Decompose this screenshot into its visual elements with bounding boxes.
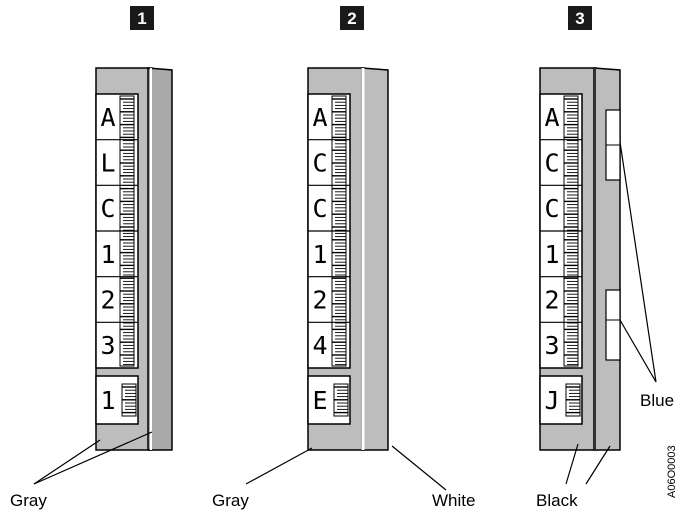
volser-char: A — [544, 103, 559, 132]
volser-char: 1 — [544, 240, 559, 269]
panel-number: 2 — [347, 9, 356, 28]
callout-white: White — [432, 491, 475, 510]
panel-1: 1 ALC 1 2 3 1 Gray — [10, 6, 173, 510]
blue-tab-lower — [605, 289, 621, 361]
callout-line — [585, 445, 611, 485]
panel-number: 1 — [137, 9, 146, 28]
volser-char: 3 — [544, 331, 559, 360]
volser-char: C — [544, 194, 559, 223]
media-barcode — [121, 383, 137, 417]
media-barcode — [333, 383, 349, 417]
callout-line — [33, 431, 153, 485]
callout-line — [565, 443, 579, 485]
barcode — [331, 95, 347, 367]
callout-line — [245, 447, 313, 485]
volser-char: C — [100, 194, 115, 223]
volser-char: 2 — [544, 286, 559, 315]
cartridge-side — [361, 67, 389, 451]
callout-line — [619, 319, 657, 383]
callout-gray: Gray — [212, 491, 249, 510]
callout-black: Black — [536, 491, 578, 510]
barcode — [563, 95, 579, 367]
callout-gray: Gray — [10, 491, 47, 510]
callout-line — [33, 439, 101, 485]
volser-char: 4 — [312, 331, 327, 360]
volser-char: A — [100, 103, 115, 132]
volser-char: 1 — [100, 240, 115, 269]
volser-char: 3 — [100, 331, 115, 360]
callout-line — [619, 141, 657, 383]
barcode-frame — [119, 95, 135, 367]
barcode-frame — [563, 95, 579, 367]
cartridge-side — [147, 67, 173, 451]
figure-id: A06O0003 — [666, 445, 678, 498]
volser-char: A — [312, 103, 327, 132]
volser-char: C — [312, 149, 327, 178]
barcode — [119, 95, 135, 367]
volser-char: L — [100, 149, 115, 178]
media-type-char: E — [312, 386, 327, 415]
media-barcode — [565, 383, 581, 417]
panel-number-box — [340, 6, 364, 30]
volser-char: 2 — [100, 286, 115, 315]
panel-number: 3 — [575, 9, 584, 28]
media-type-char: J — [544, 386, 559, 415]
callout-line — [391, 445, 447, 491]
media-type-char: 1 — [100, 386, 115, 415]
callout-blue: Blue — [640, 391, 674, 410]
volser-char: 1 — [312, 240, 327, 269]
barcode-frame — [331, 95, 347, 367]
volser-char: C — [312, 194, 327, 223]
panel-number-box — [130, 6, 154, 30]
panel-number-box — [568, 6, 592, 30]
volser-char: 2 — [312, 286, 327, 315]
volser-char: C — [544, 149, 559, 178]
